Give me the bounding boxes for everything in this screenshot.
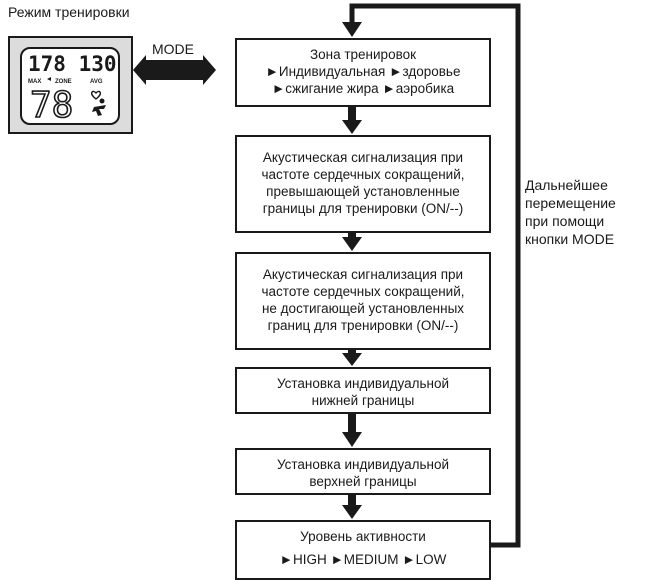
flow-box-training-zone: Зона тренировок ►Индивидуальная ►здоровь…	[235, 38, 491, 107]
box-line: Зона тренировок	[309, 47, 417, 62]
lcd-label-zone: ZONE	[55, 79, 72, 85]
note-line: кнопки MODE	[525, 231, 615, 247]
box-line: ►HIGH ►MEDIUM ►LOW	[279, 552, 447, 567]
note-line: Дальнейшее	[525, 177, 608, 193]
device-image: 178 130 MAX ZONE AVG 78	[8, 36, 133, 134]
down-arrow-icon	[342, 107, 362, 134]
lcd-arrow-icon	[47, 77, 51, 81]
hold-time-badge: 3 сек	[145, 61, 203, 79]
box-line: Акустическая сигнализация при	[262, 150, 464, 165]
down-arrow-icon	[342, 233, 362, 251]
runner-icon	[92, 98, 106, 116]
box-line: верхней границы	[309, 474, 417, 489]
lcd-screen: 178 130 MAX ZONE AVG 78	[20, 47, 120, 125]
box-line: превышающей установленные	[266, 184, 460, 199]
lcd-big-digits: 78	[30, 85, 73, 123]
box-line: Установка индивидуальной	[276, 457, 450, 472]
box-line: Акустическая сигнализация при	[262, 267, 464, 282]
note-line: перемещение	[525, 195, 616, 211]
down-arrow-icon	[342, 495, 362, 519]
box-line: не достигающей установленных	[261, 301, 465, 316]
box-line: границы для тренировки (ON/--)	[262, 201, 464, 216]
loop-note: Дальнейшее перемещение при помощи кнопки…	[525, 176, 616, 248]
loop-arrowhead-icon	[342, 22, 362, 37]
flow-box-lower-limit: Установка индивидуальной нижней границы	[235, 367, 491, 414]
box-line: Уровень активности	[300, 529, 426, 544]
box-line: ►Индивидуальная ►здоровье	[265, 64, 461, 79]
box-line: нижней границы	[311, 393, 415, 408]
mode-title: Режим тренировки	[8, 4, 130, 20]
mode-button-label: MODE	[152, 41, 194, 57]
box-line: Установка индивидуальной	[276, 376, 450, 391]
lcd-top-digits: 178 130	[28, 52, 117, 76]
down-arrow-icon	[342, 350, 362, 366]
flow-box-upper-limit: Установка индивидуальной верхней границы	[235, 448, 491, 495]
flow-box-alarm-below: Акустическая сигнализация при частоте се…	[235, 252, 491, 350]
box-line: частоте сердечных сокращений,	[261, 167, 465, 182]
down-arrow-icon	[342, 414, 362, 447]
note-line: при помощи	[525, 213, 605, 229]
box-line: ►сжигание жира ►аэробика	[271, 81, 455, 96]
box-line: частоте сердечных сокращений,	[261, 284, 465, 299]
box-line: границ для тренировки (ON/--)	[267, 318, 459, 333]
lcd-label-max: MAX	[28, 79, 41, 85]
lcd-label-avg: AVG	[90, 79, 103, 85]
flow-box-activity-level: Уровень активности ►HIGH ►MEDIUM ►LOW	[235, 520, 491, 580]
flow-box-alarm-above: Акустическая сигнализация при частоте се…	[235, 135, 491, 233]
heart-icon	[91, 90, 101, 100]
